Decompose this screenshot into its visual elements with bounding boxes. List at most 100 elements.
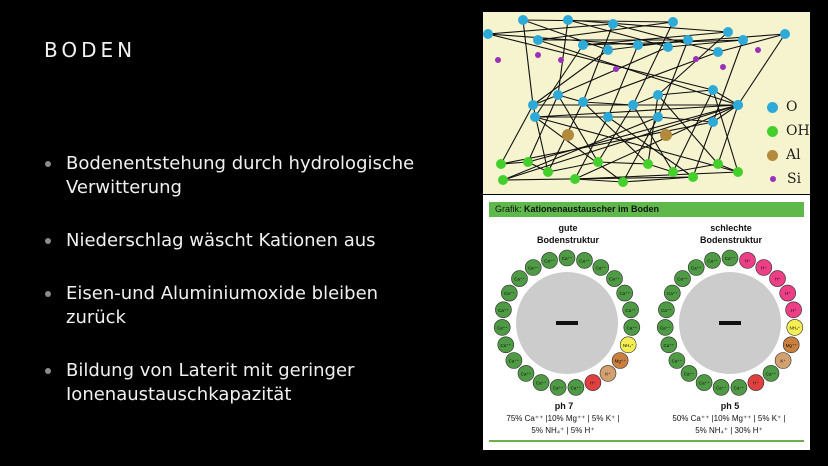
ion-ca [558, 249, 576, 267]
ion-ca [576, 252, 593, 269]
oxygen-atom [653, 90, 663, 100]
ion-label: NH₄⁺ [789, 325, 800, 330]
lattice-bond [574, 171, 739, 180]
ion-mg [782, 336, 800, 354]
ion-label: Ca⁺⁺ [625, 308, 636, 313]
ion-label: Ca⁺⁺ [660, 325, 671, 330]
lattice-diagram [483, 15, 790, 187]
silicon-dot-icon [770, 176, 776, 182]
ion-ca [511, 270, 528, 287]
ion-label: Ca⁺⁺ [707, 258, 718, 263]
ion-ca [592, 259, 610, 276]
oxygen-atom [733, 100, 743, 110]
ion-ca [622, 301, 639, 319]
ion-ca [680, 365, 698, 382]
hydroxyl-atom [713, 159, 723, 169]
bullet-list: Bodenentstehung durch hydrologische Verw… [42, 152, 442, 436]
bullet-item: Niederschlag wäscht Kationen aus [42, 229, 442, 253]
ion-label: Ca⁺⁺ [627, 325, 638, 330]
lattice-bond [500, 104, 534, 165]
ion-label: Ca⁺⁺ [609, 277, 620, 282]
silicon-atom [720, 64, 726, 70]
hydroxyl-atom [498, 175, 508, 185]
oxygen-atom [683, 35, 693, 45]
ion-label: Mg⁺⁺ [615, 359, 627, 364]
ion-ca [663, 284, 681, 302]
hydroxyl-atom [570, 174, 580, 184]
left-ph-label: ph 7 [554, 401, 574, 411]
ion-ca [517, 365, 535, 382]
ion-label: Ca⁺⁺ [664, 343, 675, 348]
oxygen-atom [663, 42, 673, 52]
lattice-bond [607, 116, 694, 178]
bullet-item: Bodenentstehung durch hydrologische Verw… [42, 152, 442, 200]
oxygen-atom [578, 40, 588, 50]
oxygen-atom [528, 100, 538, 110]
ion-ca [695, 374, 713, 391]
lattice-bond [567, 19, 669, 48]
ion-nh4 [619, 336, 637, 354]
lattice-bond [527, 94, 559, 163]
oxygen-atom [483, 29, 493, 39]
ion-label: Ca⁺⁺ [596, 266, 607, 271]
lattice-bond [717, 104, 739, 165]
ion-label: K⁺ [780, 359, 786, 364]
lattice-bond [647, 94, 659, 165]
ion-label: Ca⁺⁺ [514, 277, 525, 282]
lattice-bond [667, 39, 744, 48]
oxygen-atom [633, 40, 643, 50]
panel-title-line: gute [558, 223, 578, 233]
ion-label: K⁺ [605, 371, 611, 376]
right-exchanger-diagram: Ca⁺⁺H⁺H⁺H⁺H⁺H⁺NH₄⁺Mg⁺⁺K⁺Ca⁺⁺H⁺Ca⁺⁺Ca⁺⁺Ca… [656, 249, 804, 396]
ion-label: Ca⁺⁺ [498, 308, 509, 313]
oxygen-atom [603, 112, 613, 122]
lattice-bond [557, 46, 669, 96]
hydroxyl-atom [688, 172, 698, 182]
legend-item-o: O [767, 95, 810, 119]
bullet-item: Bildung von Laterit mit geringer Ionenau… [42, 359, 442, 407]
ion-ca [660, 336, 678, 354]
oxygen-atom [533, 35, 543, 45]
lattice-bond [522, 19, 674, 23]
ion-label: Ca⁺⁺ [699, 381, 710, 386]
ion-label: Ca⁺⁺ [544, 258, 555, 263]
ion-label: H⁺ [785, 291, 791, 296]
ion-ca [567, 379, 585, 396]
lattice-legend: O OH Al Si [767, 95, 810, 191]
ion-label: Ca⁺⁺ [691, 266, 702, 271]
ion-ca [532, 374, 550, 391]
ion-label: Ca⁺⁺ [553, 385, 564, 390]
ion-ca [505, 352, 523, 369]
ion-k [774, 352, 792, 369]
aluminium-atom [660, 129, 672, 141]
oxygen-dot-icon [767, 101, 778, 113]
lattice-bond [672, 89, 714, 173]
silicon-atom [693, 56, 699, 62]
legend-label: OH [786, 123, 810, 139]
lattice-bond [537, 39, 739, 106]
ion-ca [497, 336, 515, 354]
hydroxyl-atom [668, 167, 678, 177]
oxygen-atom [668, 17, 678, 27]
hydroxyl-atom [618, 177, 628, 187]
lattice-bond [597, 104, 634, 163]
composition-line: 75% Ca⁺⁺ |10% Mg⁺⁺ | 5% K⁺ | [506, 414, 620, 423]
lattice-bond [537, 21, 674, 41]
lattice-bond [622, 176, 694, 183]
ion-h [779, 284, 796, 302]
lattice-bond [534, 44, 584, 118]
left-exchanger-diagram: Ca⁺⁺Ca⁺⁺Ca⁺⁺Ca⁺⁺Ca⁺⁺Ca⁺⁺Ca⁺⁺NH₄⁺Mg⁺⁺K⁺H⁺… [493, 249, 641, 396]
lattice-bond [487, 33, 714, 91]
lattice-bond [502, 176, 694, 181]
lattice-bond [712, 89, 739, 173]
hydroxyl-atom [496, 159, 506, 169]
hydroxyl-dot-icon [767, 125, 778, 137]
ion-label: Ca⁺⁺ [497, 325, 508, 330]
ion-label: Ca⁺⁺ [501, 343, 512, 348]
lattice-bond [574, 116, 609, 180]
legend-label: Si [787, 171, 802, 187]
ion-ca [730, 379, 748, 396]
hydroxyl-atom [593, 157, 603, 167]
clay-mineral-lattice-figure: O OH Al Si [483, 12, 810, 194]
ion-label: Ca⁺⁺ [521, 371, 532, 376]
